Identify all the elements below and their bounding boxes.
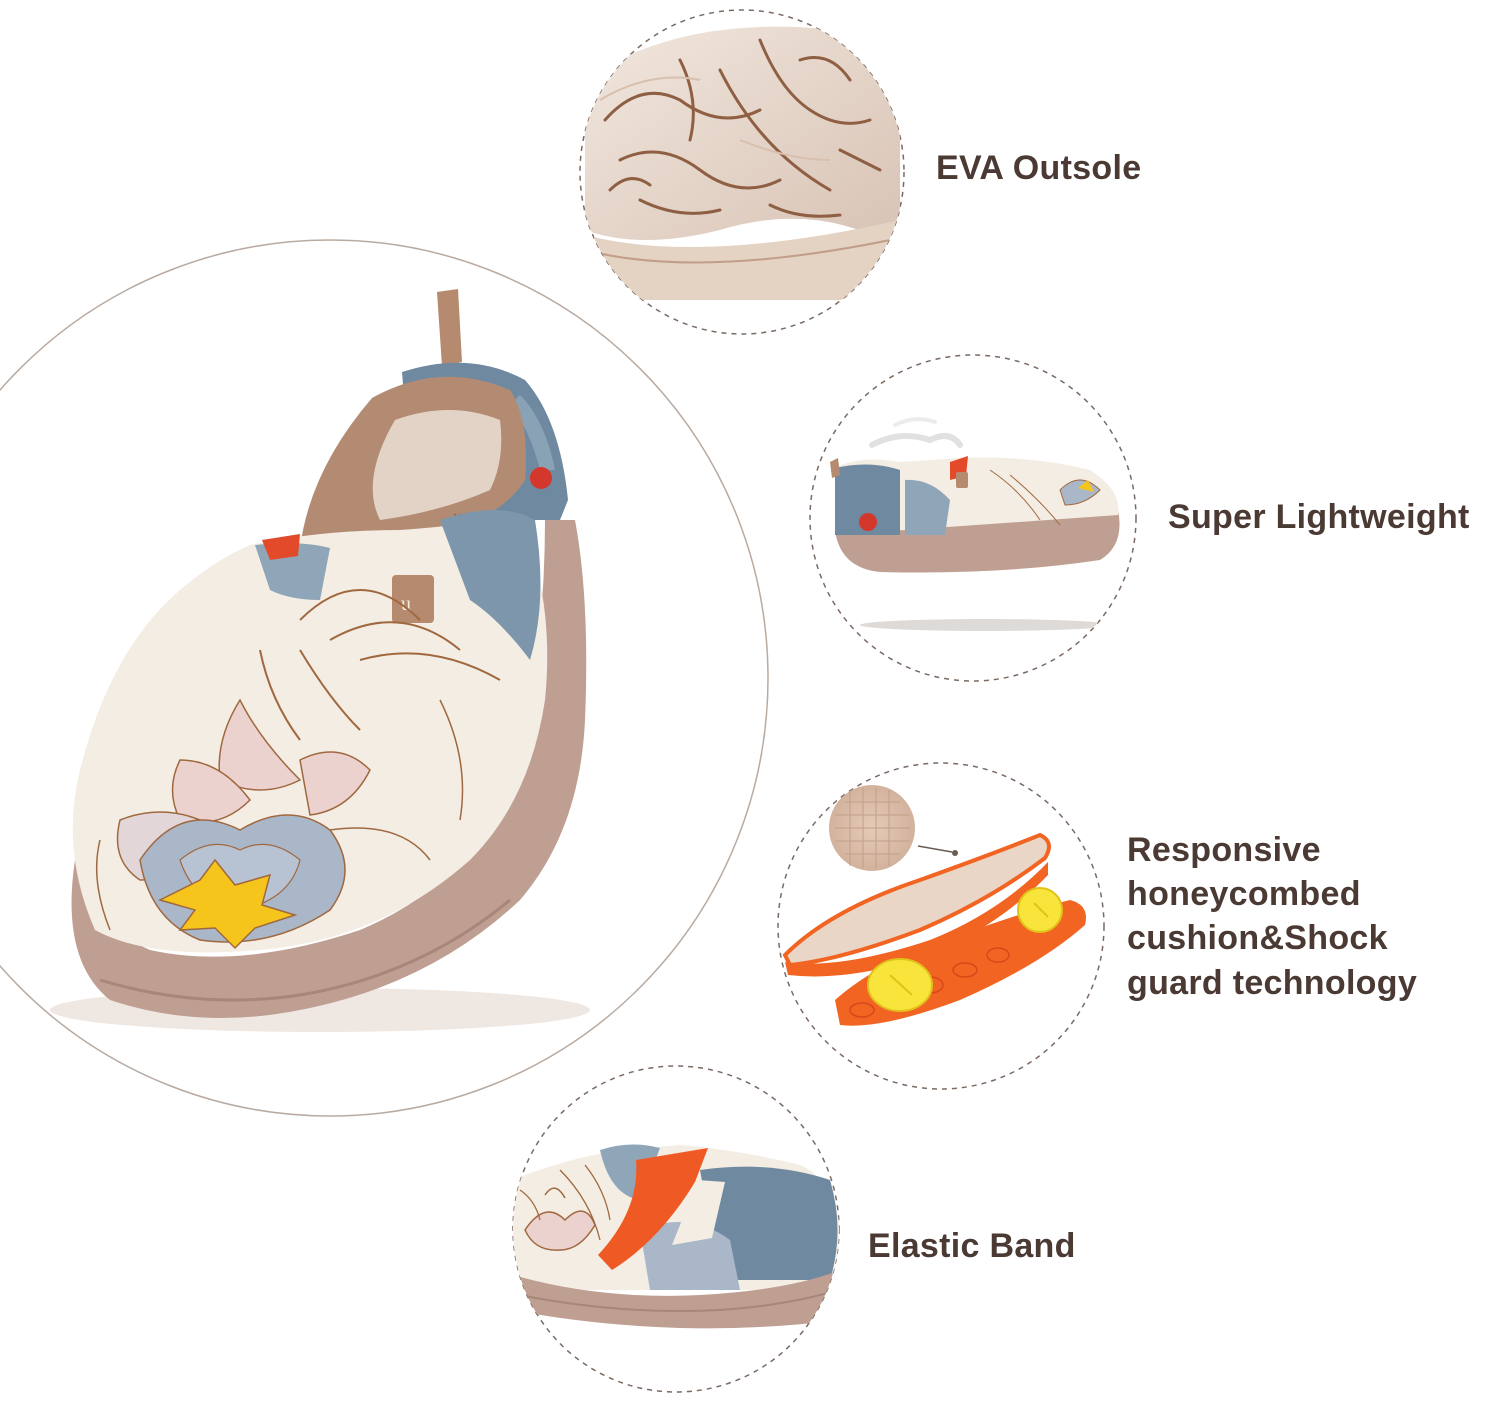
cushion-label-line: guard technology — [1127, 963, 1418, 1002]
main-shoe-circle: AXDRY u — [0, 239, 769, 1117]
insole-layers-icon — [782, 785, 1086, 1026]
super-lightweight-label: Super Lightweight — [1168, 498, 1470, 536]
cushion-label-line: Responsive — [1127, 831, 1321, 869]
insole-circle — [777, 762, 1105, 1090]
svg-text:u: u — [401, 593, 411, 615]
shoe-main-icon: AXDRY u — [50, 289, 590, 1032]
elastic-band-label: Elastic Band — [868, 1227, 1076, 1265]
outsole-circle — [579, 9, 905, 335]
elastic-band-icon — [513, 1144, 839, 1329]
cushion-label-line: cushion&Shock — [1127, 919, 1388, 958]
elastic-circle — [512, 1065, 840, 1393]
lightweight-shoe-icon — [830, 417, 1120, 631]
outsole-texture-icon — [584, 26, 901, 300]
lightweight-circle — [809, 354, 1137, 682]
eva-outsole-label: EVA Outsole — [936, 149, 1142, 187]
cushion-technology-label: Responsive honeycombed cushion&Shock gua… — [1127, 828, 1417, 1005]
cushion-label-line: honeycombed — [1127, 875, 1361, 914]
